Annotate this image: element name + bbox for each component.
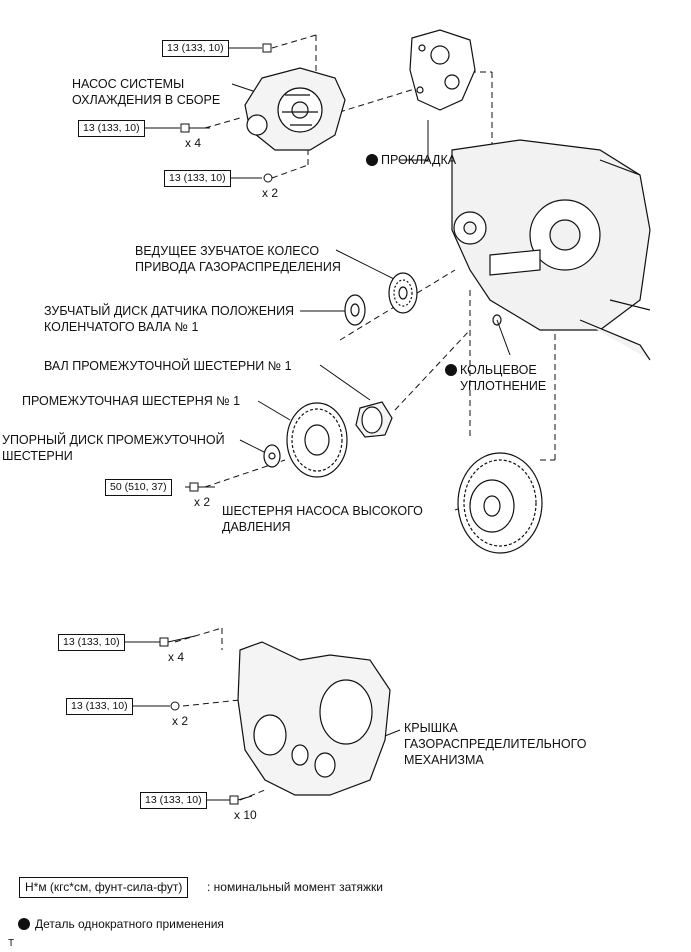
o-ring-label-line2: УПЛОТНЕНИЕ — [460, 379, 547, 393]
cam-gear-label: ВЕДУЩЕЕ ЗУБЧАТОЕ КОЛЕСО ПРИВОДА ГАЗОРАСП… — [135, 243, 341, 275]
quantity-label: x 4 — [168, 650, 185, 664]
pump-gear-label: ШЕСТЕРНЯ НАСОСА ВЫСОКОГО ДАВЛЕНИЯ — [222, 503, 423, 535]
single-use-legend-text: Деталь однократного применения — [35, 917, 224, 931]
crank-sensor-plate-label-line1: ЗУБЧАТЫЙ ДИСК ДАТЧИКА ПОЛОЖЕНИЯ — [44, 304, 295, 318]
idler-gear-icon — [286, 402, 348, 478]
o-ring-label: КОЛЬЦЕВОЕ УПЛОТНЕНИЕ — [460, 362, 546, 394]
timing-cover-label: КРЫШКА ГАЗОРАСПРЕДЕЛИТЕЛЬНОГО МЕХАНИЗМА — [404, 720, 586, 768]
quantity-label: x 2 — [194, 495, 211, 509]
torque-spec-box: 50 (510, 37) — [105, 479, 172, 496]
gasket-label: ПРОКЛАДКА — [381, 153, 457, 167]
timing-cover-icon — [237, 641, 391, 796]
torque-spec-box: 13 (133, 10) — [162, 40, 229, 57]
cam-gear-icon — [388, 272, 418, 314]
water-pump-label-line1: НАСОС СИСТЕМЫ — [72, 77, 185, 91]
idler-shaft-icon — [355, 401, 393, 438]
thrust-plate-icon — [263, 444, 281, 468]
quantity-label: x 4 — [185, 136, 202, 150]
gasket-icon — [409, 29, 476, 111]
torque-spec-box: 13 (133, 10) — [58, 634, 125, 651]
single-use-dot-icon — [445, 364, 457, 376]
cam-gear-label-line2: ПРИВОДА ГАЗОРАСПРЕДЕЛЕНИЯ — [135, 260, 341, 274]
corner-mark: T — [8, 938, 15, 949]
crank-sensor-plate-icon — [344, 294, 366, 326]
timing-cover-label-line2: ГАЗОРАСПРЕДЕЛИТЕЛЬНОГО — [404, 737, 587, 751]
torque-spec-box: 13 (133, 10) — [164, 170, 231, 187]
cam-gear-label-line1: ВЕДУЩЕЕ ЗУБЧАТОЕ КОЛЕСО — [135, 244, 320, 258]
crank-sensor-plate-label-line2: КОЛЕНЧАТОГО ВАЛА № 1 — [44, 320, 199, 334]
idler-gear-label: ПРОМЕЖУТОЧНАЯ ШЕСТЕРНЯ № 1 — [22, 394, 241, 408]
idler-thrust-plate-label-line1: УПОРНЫЙ ДИСК ПРОМЕЖУТОЧНОЙ — [2, 433, 225, 447]
torque-spec-box: 13 (133, 10) — [66, 698, 133, 715]
water-pump-label-line2: ОХЛАЖДЕНИЯ В СБОРЕ — [72, 93, 221, 107]
quantity-label: x 10 — [234, 808, 257, 822]
o-ring-label-line1: КОЛЬЦЕВОЕ — [460, 363, 537, 377]
torque-spec-box: 13 (133, 10) — [140, 792, 207, 809]
quantity-label: x 2 — [262, 186, 279, 200]
single-use-dot-icon — [366, 154, 378, 166]
idler-shaft-label: ВАЛ ПРОМЕЖУТОЧНОЙ ШЕСТЕРНИ № 1 — [44, 359, 292, 373]
water-pump-icon — [244, 67, 346, 151]
idler-thrust-plate-label: УПОРНЫЙ ДИСК ПРОМЕЖУТОЧНОЙ ШЕСТЕРНИ — [2, 432, 225, 464]
water-pump-label: НАСОС СИСТЕМЫ ОХЛАЖДЕНИЯ В СБОРЕ — [72, 76, 220, 108]
torque-legend-text: : номинальный момент затяжки — [207, 880, 383, 894]
pump-gear-label-line1: ШЕСТЕРНЯ НАСОСА ВЫСОКОГО — [222, 504, 423, 518]
pump-gear-label-line2: ДАВЛЕНИЯ — [222, 520, 291, 534]
timing-cover-label-line1: КРЫШКА — [404, 721, 458, 735]
torque-legend-box: Н*м (кгс*см, фунт-сила-фут) — [19, 877, 189, 898]
bolt-icon — [159, 43, 273, 805]
idler-thrust-plate-label-line2: ШЕСТЕРНИ — [2, 449, 73, 463]
single-use-dot-icon — [18, 918, 30, 930]
o-ring-icon — [492, 314, 502, 326]
torque-spec-box: 13 (133, 10) — [78, 120, 145, 137]
engine-block-icon — [451, 139, 651, 361]
pump-gear-icon — [457, 452, 543, 554]
timing-cover-label-line3: МЕХАНИЗМА — [404, 753, 484, 767]
crank-sensor-plate-label: ЗУБЧАТЫЙ ДИСК ДАТЧИКА ПОЛОЖЕНИЯ КОЛЕНЧАТ… — [44, 303, 294, 335]
quantity-label: x 2 — [172, 714, 189, 728]
